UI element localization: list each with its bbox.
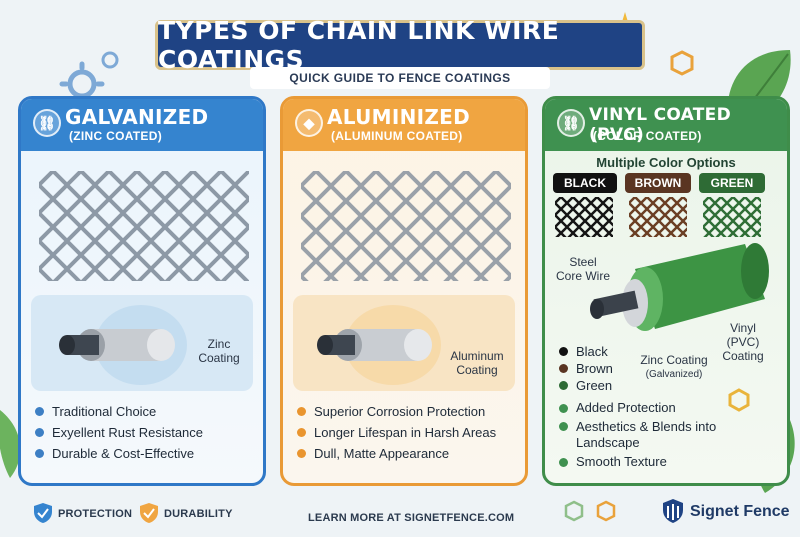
leaf-icon [0, 410, 21, 478]
swatch-black: BLACK [553, 173, 617, 193]
brown-mesh-sample [629, 197, 687, 237]
list-item: Smooth Texture [559, 453, 769, 471]
page-subtitle: QUICK GUIDE TO FENCE COATINGS [250, 67, 550, 89]
hexagon-icon [728, 388, 750, 412]
galvanized-subtitle: (ZINC COATED) [69, 129, 162, 143]
swatch-green: GREEN [699, 173, 765, 193]
durability-label: DURABILITY [164, 508, 233, 520]
list-item: Aesthetics & Blends into Landscape [559, 417, 769, 451]
vinyl-color-list: Black Brown Green [559, 343, 613, 394]
galvanized-features: Traditional Choice Exyellent Rust Resist… [35, 401, 203, 464]
list-item: Traditional Choice [35, 401, 203, 422]
list-item: Black [559, 343, 613, 360]
list-item: Added Protection [559, 399, 769, 417]
page-title: TYPES OF CHAIN LINK WIRE COATINGS [155, 16, 645, 74]
list-item: Brown [559, 360, 613, 377]
color-options-title: Multiple Color Options [596, 155, 736, 170]
swatch-brown: BROWN [625, 173, 691, 193]
vinyl-coating-label: Vinyl(PVC)Coating [722, 321, 764, 363]
list-item: Durable & Cost-Effective [35, 443, 203, 464]
protection-label: PROTECTION [58, 508, 133, 520]
black-mesh-sample [555, 197, 613, 237]
brand-name: Signet Fence [690, 503, 790, 520]
shield-check-icon [34, 503, 52, 523]
vinyl-subtitle: (COLOR COATED) [593, 129, 702, 143]
zinc-coating-label: Zinc Coating [640, 353, 708, 367]
signet-fence-logo-icon [663, 499, 683, 523]
aluminized-title: ALUMINIZED [327, 105, 471, 129]
list-item: Green [559, 377, 613, 394]
chain-link-icon: ⛓ [33, 109, 61, 137]
list-item: Superior Corrosion Protection [297, 401, 496, 422]
galvanized-label: (Galvanized) [645, 369, 703, 380]
aluminized-features: Superior Corrosion Protection Longer Lif… [297, 401, 496, 464]
shield-check-icon [140, 503, 158, 523]
hexagon-icon [596, 500, 616, 522]
vinyl-panel: ⛓ VINYL COATED (PVC) (COLOR COATED) Mult… [542, 96, 790, 486]
shield-icon: ◆ [295, 109, 323, 137]
vinyl-wire-cross-section [590, 243, 769, 331]
chain-link-mesh-image [39, 171, 249, 281]
vinyl-features: Added Protection Aesthetics & Blends int… [559, 399, 769, 471]
galvanized-title: GALVANIZED [65, 105, 209, 129]
chain-link-mesh-image [301, 171, 511, 281]
green-mesh-sample [703, 197, 761, 237]
galvanized-header: ⛓ GALVANIZED (ZINC COATED) [21, 99, 263, 151]
hexagon-icon [564, 500, 584, 522]
aluminized-subtitle: (ALUMINUM COATED) [331, 129, 463, 143]
learn-more-link[interactable]: LEARN MORE AT SIGNETFENCE.COM [308, 512, 515, 524]
list-item: Longer Lifespan in Harsh Areas [297, 422, 496, 443]
chain-link-icon: ⛓ [557, 109, 585, 137]
list-item: Exyellent Rust Resistance [35, 422, 203, 443]
vinyl-header: ⛓ VINYL COATED (PVC) (COLOR COATED) [545, 99, 787, 151]
vinyl-title: VINYL COATED (PVC) [589, 105, 731, 145]
hexagon-icon [670, 50, 694, 76]
list-item: Dull, Matte Appearance [297, 443, 496, 464]
aluminized-header: ◆ ALUMINIZED (ALUMINUM COATED) [283, 99, 525, 151]
